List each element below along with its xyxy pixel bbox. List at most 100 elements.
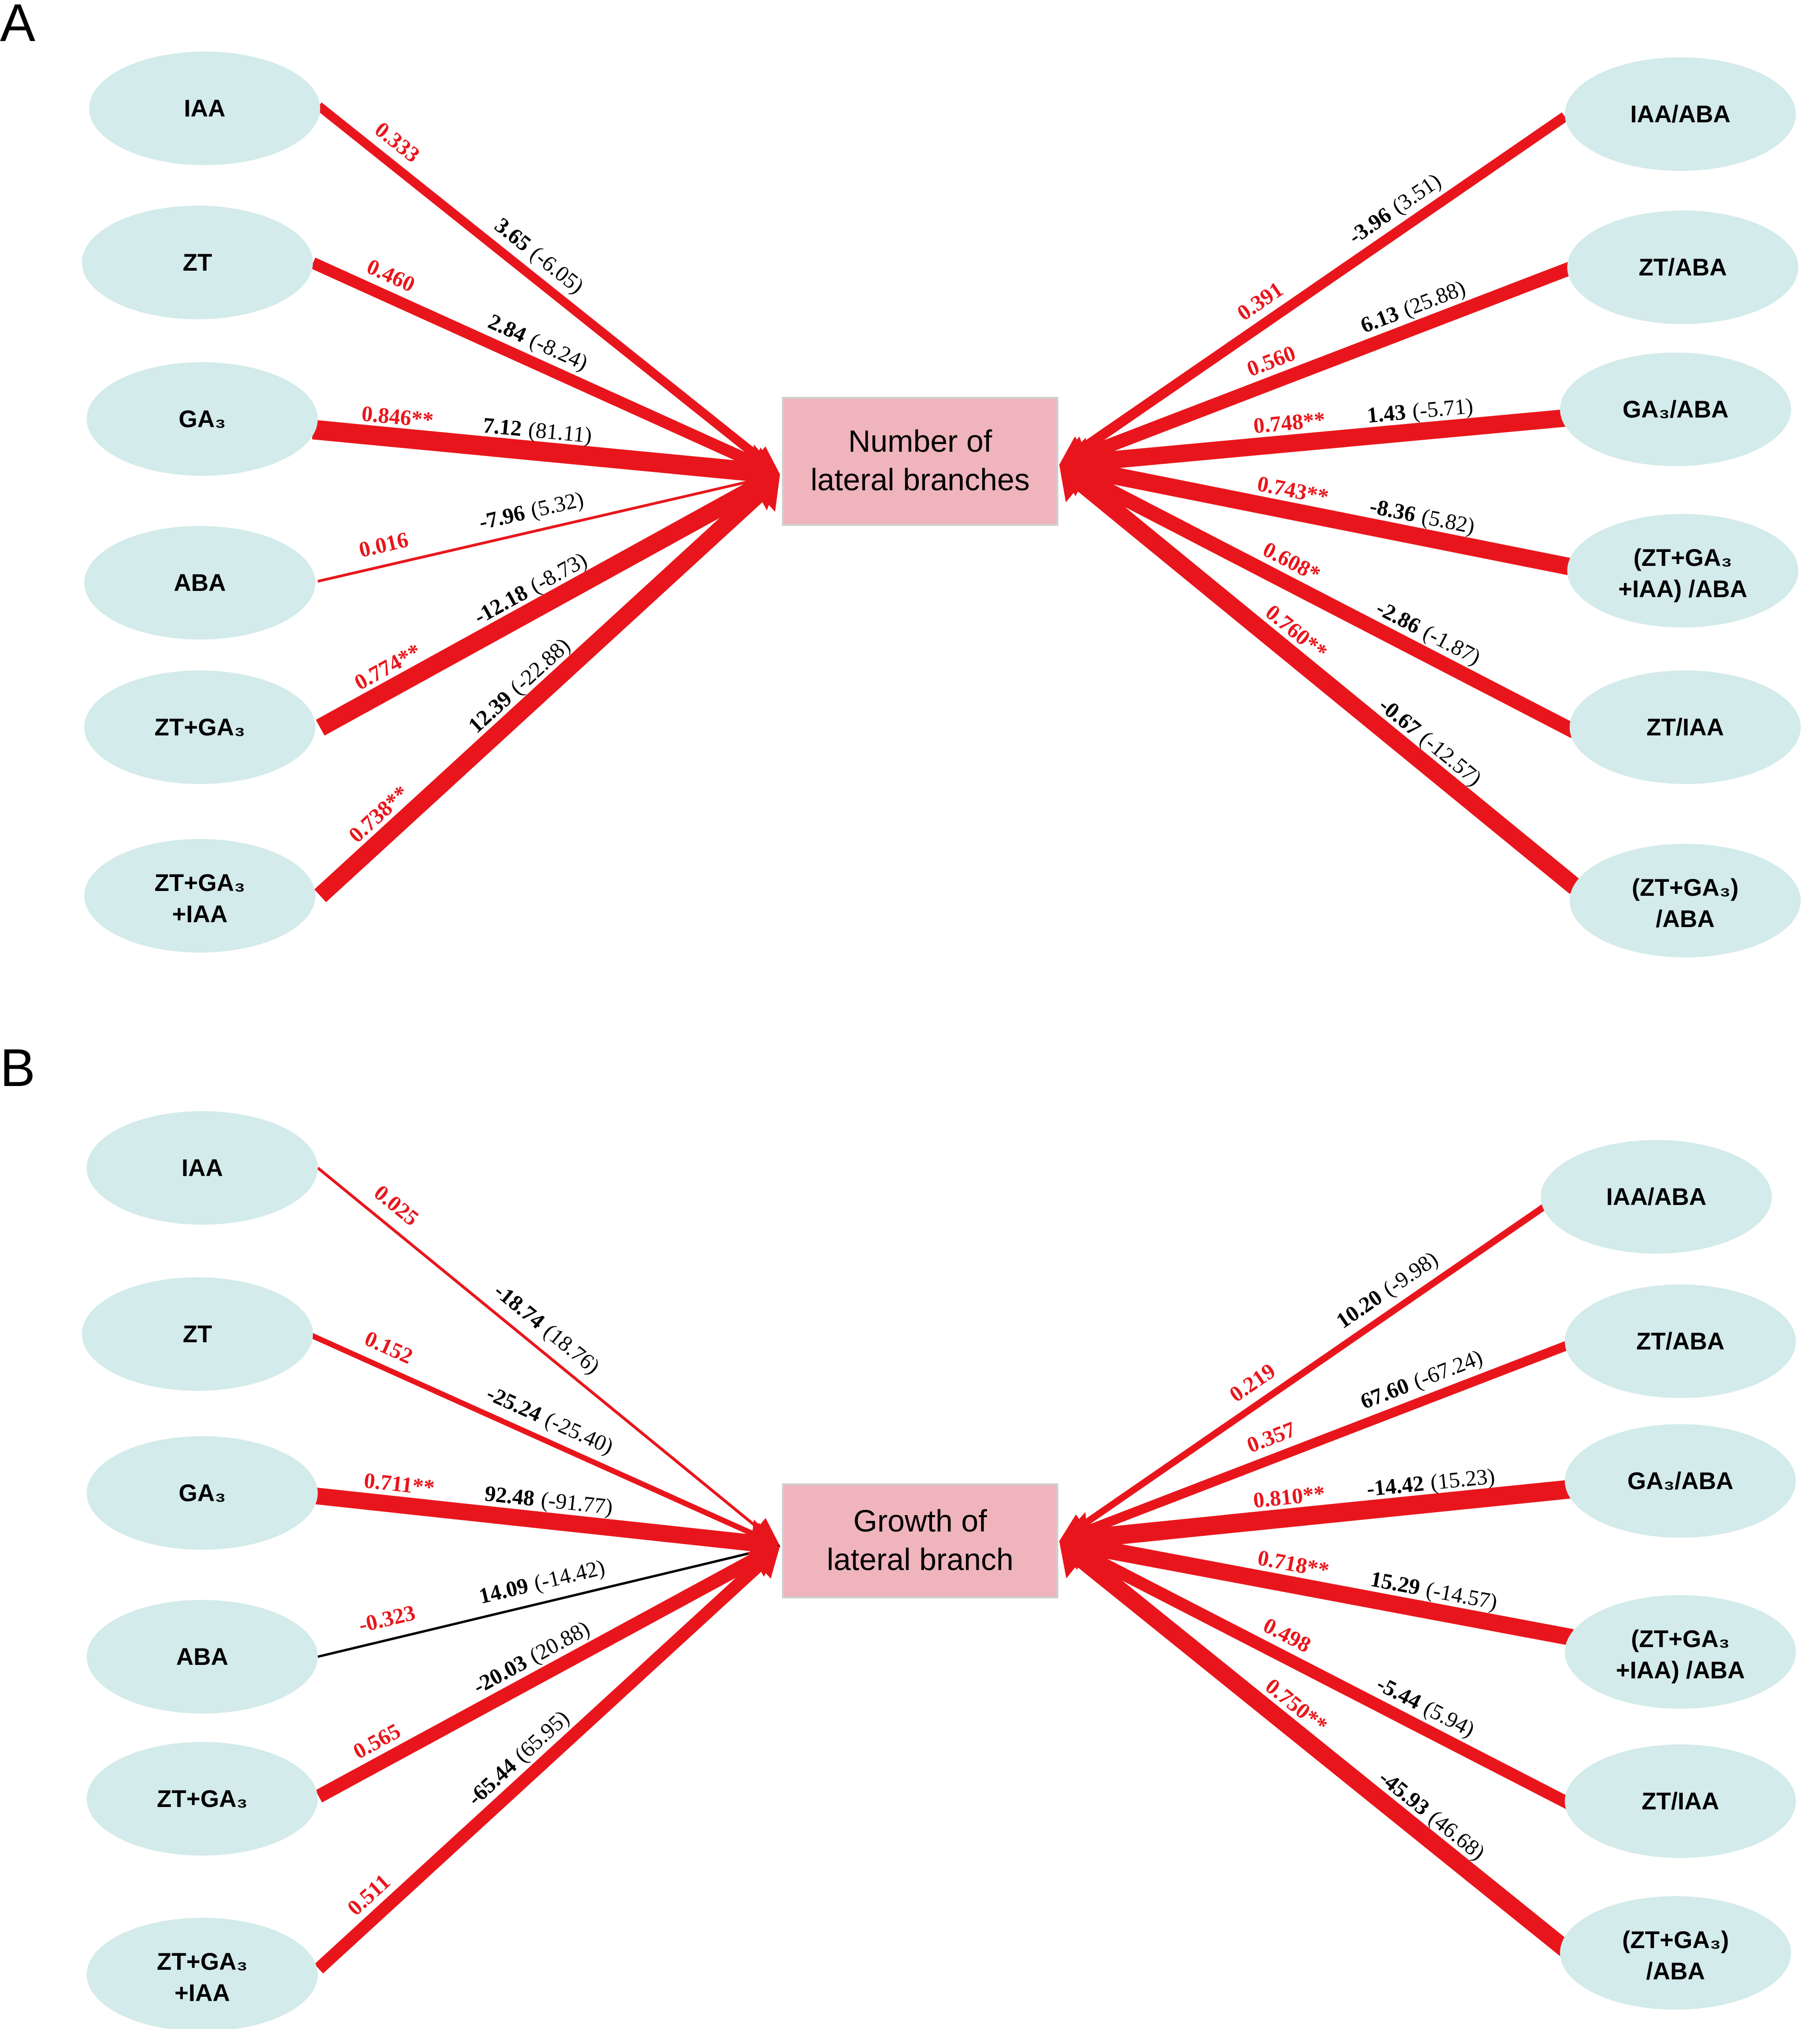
node-zt-ga3-aba: (ZT+GA₃)/ABA [1570, 844, 1801, 957]
node-label-line1: ZT [182, 1321, 212, 1348]
path-zt-ga3-b [315, 1543, 780, 1803]
path-iaa-aba-b [1059, 1204, 1547, 1541]
direct-effect: 1.43 [1366, 399, 1407, 427]
node-aba: ABA [87, 1600, 318, 1714]
nodes-layer: IAAZTGA₃ABAZT+GA₃ZT+GA₃+IAAIAA/ABAZT/ABA… [82, 52, 1801, 2029]
node-iaa: IAA [87, 1111, 318, 1225]
direct-effect: -18.74 [490, 1278, 549, 1334]
path-coefficients: -7.96(5.32) [477, 486, 586, 534]
path-zt-ga3-iaa-aba-a [1059, 446, 1573, 576]
correlation-coefficient: 0.016 [356, 527, 410, 562]
indirect-effect: (-5.71) [1411, 393, 1474, 423]
node-iaa: IAA [89, 52, 320, 165]
path-zt-ga3-iaa-a [314, 474, 780, 903]
node-zt-iaa: ZT/IAA [1570, 670, 1801, 784]
node-ellipse [1565, 1595, 1796, 1709]
path-aba-b [317, 1545, 780, 1658]
node-ellipse [89, 52, 320, 165]
paths-layer [309, 102, 1581, 1974]
node-label-line2: +IAA) /ABA [1616, 1657, 1745, 1684]
path-iaa-b [317, 1166, 780, 1546]
node-label-line1: ZT/IAA [1646, 714, 1724, 741]
node-label-line1: ZT/ABA [1638, 254, 1727, 281]
node-label-line1: GA₃/ABA [1627, 1467, 1733, 1494]
node-iaa-aba: IAA/ABA [1565, 57, 1796, 171]
path-ga3-a [312, 419, 780, 499]
node-ga3: GA₃ [87, 362, 318, 476]
node-ellipse [84, 526, 315, 640]
path-coefficients: 14.09(-14.42) [477, 1555, 608, 1609]
node-ga3-aba: GA₃/ABA [1560, 353, 1791, 466]
node-ellipse [1570, 670, 1801, 784]
path-coefficients: 7.12(81.11) [482, 413, 593, 447]
indirect-effect: (-25.40) [542, 1407, 617, 1459]
node-label-line1: ABA [176, 1643, 228, 1670]
correlation-coefficient: 0.219 [1225, 1358, 1280, 1407]
path-coefficients: -8.36(5.82) [1368, 493, 1477, 538]
node-ellipse [87, 1436, 318, 1550]
node-zt-iaa: ZT/IAA [1565, 1744, 1796, 1858]
direct-effect: 10.20 [1332, 1284, 1387, 1333]
path-zt-iaa-b [1059, 1539, 1578, 1813]
node-ellipse [87, 362, 318, 476]
path-coefficients: 1.43(-5.71) [1366, 393, 1474, 428]
node-ga3-aba: GA₃/ABA [1565, 1424, 1796, 1538]
node-label-line1: ZT [182, 249, 212, 276]
node-ellipse [1565, 1744, 1796, 1858]
panel-letter-a: A [0, 0, 36, 52]
path-zt-iaa-a [1059, 459, 1578, 738]
correlation-coefficient: -0.323 [356, 1600, 417, 1637]
node-zt-ga3-iaa-aba: (ZT+GA₃+IAA) /ABA [1567, 514, 1798, 628]
correlation-coefficient: 0.025 [369, 1180, 423, 1230]
path-zt-aba-a [1059, 260, 1578, 472]
node-zt-ga3: ZT+GA₃ [87, 1742, 318, 1856]
node-label-line1: ABA [174, 569, 226, 596]
path-zt-ga3-iaa-b [314, 1546, 780, 1974]
node-label-line1: ZT+GA₃ [155, 869, 245, 896]
node-label-line1: ZT+GA₃ [157, 1785, 247, 1812]
path-zt-b [309, 1332, 780, 1546]
indirect-effect: (5.32) [528, 486, 586, 523]
target-label-line1: Number of [848, 424, 992, 458]
node-label-line2: +IAA [174, 1979, 230, 2006]
node-label-line1: (ZT+GA₃) [1632, 874, 1739, 901]
node-label-line1: IAA [182, 1154, 223, 1181]
node-ellipse [1567, 514, 1798, 628]
node-ellipse [84, 670, 315, 784]
path-ga3-b [314, 1487, 780, 1567]
node-ellipse [87, 1918, 318, 2029]
target-label-line1: Growth of [853, 1504, 987, 1538]
direct-effect: 92.48 [483, 1481, 535, 1511]
indirect-effect: (18.76) [539, 1319, 605, 1378]
node-ellipse [87, 1600, 318, 1714]
node-label-line1: GA₃ [179, 1479, 226, 1506]
node-label-line1: IAA/ABA [1606, 1183, 1706, 1210]
node-label-line1: ZT/ABA [1636, 1328, 1724, 1355]
node-zt-ga3-iaa-aba: (ZT+GA₃+IAA) /ABA [1565, 1595, 1796, 1709]
node-label-line1: IAA/ABA [1630, 101, 1730, 128]
node-label-line1: IAA [184, 95, 225, 122]
node-zt-aba: ZT/ABA [1567, 210, 1798, 324]
path-zt-a [311, 257, 780, 478]
node-zt-ga3-aba: (ZT+GA₃)/ABA [1560, 1896, 1791, 2010]
node-label-line1: GA₃ [179, 406, 226, 432]
node-ellipse [1567, 210, 1798, 324]
path-iaa-a [316, 102, 780, 475]
node-ellipse [84, 839, 315, 953]
path-zt-aba-b [1059, 1337, 1577, 1544]
node-label-line2: +IAA) /ABA [1618, 576, 1747, 602]
node-label-line1: ZT+GA₃ [155, 714, 245, 741]
node-zt-aba: ZT/ABA [1565, 1284, 1796, 1398]
path-zt-ga3-a [316, 466, 780, 736]
node-iaa-aba: IAA/ABA [1541, 1140, 1772, 1254]
target-rect [782, 397, 1058, 526]
direct-effect: -14.42 [1365, 1471, 1425, 1501]
indirect-effect: (81.11) [527, 417, 593, 447]
path-coefficients: -18.74(18.76) [490, 1278, 605, 1378]
node-ellipse [1565, 1424, 1796, 1538]
node-zt: ZT [82, 206, 313, 319]
path-aba-a [317, 469, 780, 583]
node-label-line2: /ABA [1646, 1958, 1705, 1985]
node-ellipse [82, 1277, 313, 1391]
node-zt-ga3-iaa: ZT+GA₃+IAA [84, 839, 315, 953]
